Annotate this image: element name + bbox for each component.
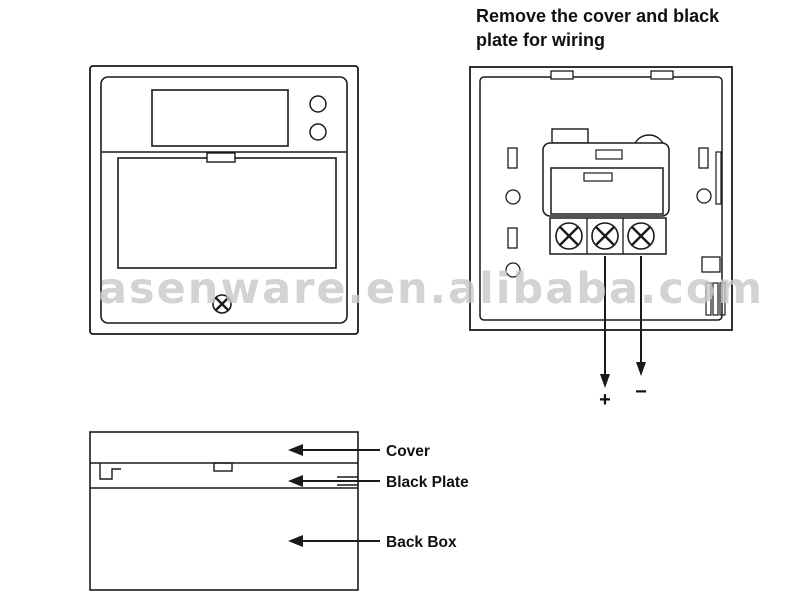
black-plate-label: Black Plate	[386, 474, 469, 491]
instruction-title-line1: Remove the cover and black	[476, 6, 720, 26]
mount-slot	[698, 147, 709, 169]
screw-head	[212, 294, 232, 314]
vent-grille	[705, 282, 726, 316]
negative-label: −	[635, 381, 647, 403]
screw-slot	[631, 226, 651, 246]
right-mounting-details	[696, 147, 726, 316]
display-window	[151, 89, 289, 147]
terminal-screw-3	[627, 222, 655, 250]
terminal-block-slot	[583, 172, 613, 182]
assembly-top-tab	[551, 128, 589, 144]
side-view-diagram	[89, 431, 359, 591]
side-channel	[715, 151, 722, 205]
front-inner-panel	[100, 76, 348, 324]
top-slot-left	[550, 70, 574, 80]
indicator-led-bottom	[309, 123, 327, 141]
positive-arrowhead-icon	[600, 374, 610, 388]
mount-slot	[507, 147, 518, 169]
screw-slot	[559, 226, 579, 246]
door-latch-tab	[206, 152, 236, 163]
mount-hole	[505, 262, 521, 278]
back-box-label: Back Box	[386, 534, 457, 551]
assembly-body	[542, 142, 670, 217]
terminal-screw-2	[591, 222, 619, 250]
back-box-arrowhead-icon	[288, 535, 303, 547]
left-mounting-details	[505, 147, 521, 278]
terminal-block	[550, 167, 664, 215]
terminal-screw-head	[591, 222, 619, 250]
vent-bar	[705, 282, 712, 316]
back-view-diagram	[469, 66, 733, 331]
screw-slot-2	[215, 297, 229, 311]
mount-hole	[505, 189, 521, 205]
front-view-diagram	[89, 65, 359, 335]
black-plate-arrowhead-icon	[288, 475, 303, 487]
terminal-screw-head	[555, 222, 583, 250]
watermark-text: asenware.en.alibaba.com	[98, 264, 764, 314]
mount-slot	[507, 227, 518, 249]
plate-tab-center	[213, 462, 233, 472]
side-view-outline	[89, 431, 359, 591]
front-outer-case	[89, 65, 359, 335]
vent-bar	[719, 282, 726, 316]
positive-label: +	[599, 389, 611, 411]
terminal-screw-head	[627, 222, 655, 250]
cover-label: Cover	[386, 443, 430, 460]
wiring-polarity-callouts: + −	[599, 256, 647, 411]
instruction-title-line2: plate for wiring	[476, 30, 605, 50]
negative-arrowhead-icon	[636, 362, 646, 376]
top-slot-right	[650, 70, 674, 80]
mount-hole	[696, 188, 712, 204]
cover-arrowhead-icon	[288, 444, 303, 456]
back-inner-panel	[479, 76, 723, 321]
screw-slot	[595, 226, 615, 246]
indicator-led-top	[309, 95, 327, 113]
terminal-screw-1	[555, 222, 583, 250]
plate-clip-left	[99, 463, 121, 480]
side-view-callouts: Cover Black Plate Back Box	[288, 443, 469, 551]
vent-bar	[712, 282, 719, 316]
assembly-slot	[595, 149, 623, 160]
front-screw	[212, 294, 232, 314]
terminal-assembly	[542, 128, 670, 255]
cable-knockout	[701, 256, 721, 273]
